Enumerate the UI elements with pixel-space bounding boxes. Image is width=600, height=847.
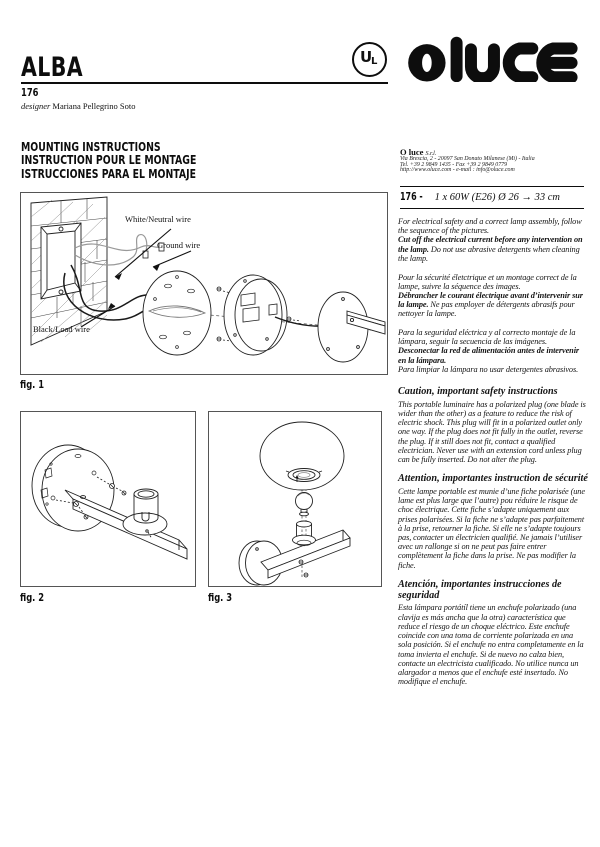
intro-paragraph-fr: Pour la sécurité életctrique et un monta… — [398, 272, 583, 319]
wire-label-black-load: Black/Load wire — [33, 324, 90, 334]
instructions-column: For electrical safety and a correct lamp… — [398, 217, 588, 696]
company-phone: Tel. +39 2 9849 1435 - Fax +39 2 9849 07… — [400, 161, 508, 168]
designer-name: Mariana Pellegrino Soto — [52, 101, 136, 111]
safety-body-en: This portable luminaire has a polarized … — [398, 399, 586, 465]
product-name: ALBA — [21, 52, 83, 83]
figure-1-drawing — [30, 196, 386, 363]
figure-3 — [208, 411, 382, 587]
title-es: ISTRUCCIONES PARA EL MONTAJE — [21, 166, 197, 181]
wire-label-white-neutral: White/Neutral wire — [125, 214, 191, 224]
figure-2-label: fig. 2 — [20, 591, 45, 604]
intro-paragraph-es: Para la seguridad eléctrica y al correct… — [398, 328, 580, 374]
figure-2 — [20, 411, 196, 587]
title-fr: INSTRUCTION POUR LE MONTAGE — [21, 153, 197, 168]
spec-rule-top — [400, 186, 584, 188]
safety-body-fr: Cette lampe portable est munie d’une fic… — [398, 487, 585, 570]
company-address: Via Brescia, 2 - 20097 San Donato Milane… — [400, 156, 535, 162]
safety-heading-es: Atención, importantes instrucciones de s… — [398, 578, 562, 601]
oluce-logo-icon — [408, 36, 578, 82]
section-titles: MOUNTING INSTRUCTIONS INSTRUCTION POUR L… — [21, 140, 252, 181]
title-rule — [21, 82, 388, 84]
company-name-line: O luce S.r.l. — [400, 147, 437, 157]
figure-3-label: fig. 3 — [208, 591, 233, 604]
company-block: O luce S.r.l. Via Brescia, 2 - 20097 San… — [400, 147, 586, 174]
safety-heading-fr: Attention, importantes instruction de sé… — [398, 473, 588, 485]
safety-heading-en: Caution, important safety instructions — [398, 386, 558, 398]
wire-label-ground: Ground wire — [157, 240, 201, 250]
ul-letter-u: U — [360, 48, 373, 66]
spec-description: 1 x 60W (E26) Ø 26 → 33 cm — [434, 192, 560, 203]
figure-3-drawing — [238, 421, 351, 586]
ul-letter-l: L — [371, 56, 378, 67]
designer-line: designer Mariana Pellegrino Soto — [21, 101, 136, 111]
ul-certification-icon: U L — [352, 42, 387, 77]
spec-line: 176 - 1 x 60W (E26) Ø 26 → 33 cm — [400, 191, 560, 203]
figure-1: White/Neutral wire Ground wire Black/Loa… — [20, 192, 388, 375]
oluce-logo — [402, 36, 584, 82]
figure-1-label: fig. 1 — [20, 378, 45, 391]
spec-rule-bottom — [400, 208, 584, 210]
company-web: http://www.oluce.com - e-mail : info@olu… — [400, 167, 515, 174]
spec-model: 176 - — [400, 191, 423, 203]
page-title: ALBA — [21, 52, 103, 83]
safety-body-es: Esta lámpara portátíl tiene un enchufe p… — [398, 603, 584, 687]
designer-label: designer — [21, 101, 51, 111]
company-suffix: S.r.l. — [425, 151, 437, 157]
figure-2-drawing — [31, 444, 188, 560]
intro-paragraph-en: For electrical safety and a correct lamp… — [398, 217, 583, 263]
title-en: MOUNTING INSTRUCTIONS — [21, 140, 161, 154]
model-number: 176 — [21, 86, 39, 99]
